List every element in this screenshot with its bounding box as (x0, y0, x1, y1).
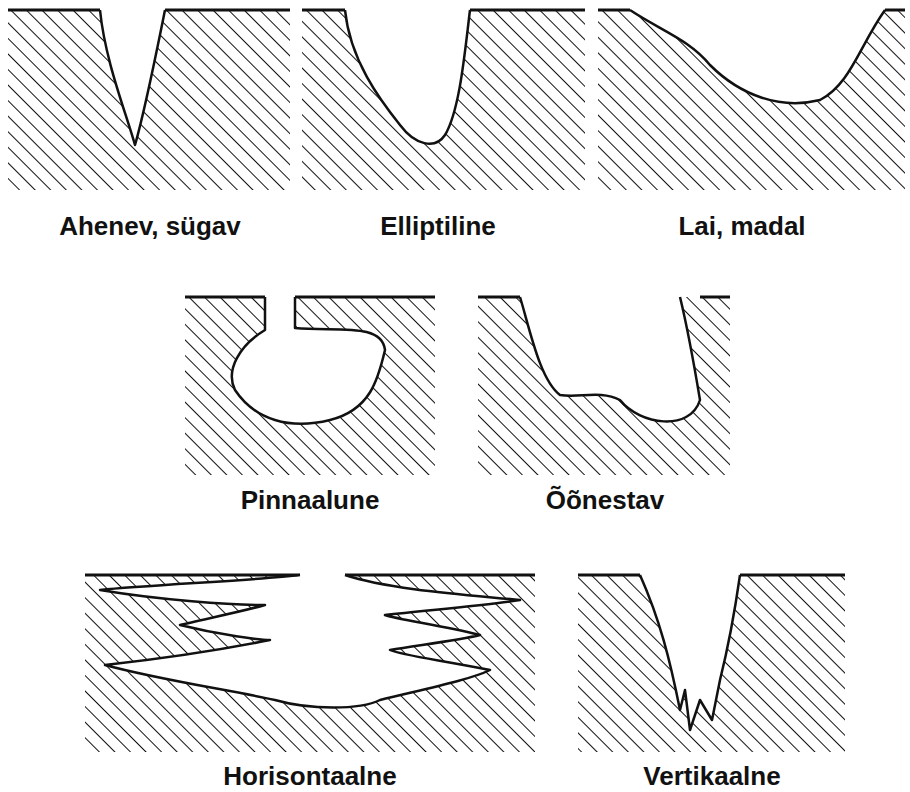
shape-label: Pinnaalune (241, 485, 380, 516)
shape-label: Vertikaalne (643, 761, 780, 792)
shape-label: Õõnestav (546, 485, 665, 516)
hatched-metal (8, 10, 905, 752)
pit-cavity (100, 10, 885, 730)
shape-label: Lai, madal (678, 211, 805, 242)
surface-line (8, 10, 905, 575)
pit-outline (100, 10, 885, 730)
shape-label: Elliptiline (380, 211, 496, 242)
shape-label: Ahenev, sügav (59, 211, 241, 242)
shape-label: Horisontaalne (223, 761, 396, 792)
